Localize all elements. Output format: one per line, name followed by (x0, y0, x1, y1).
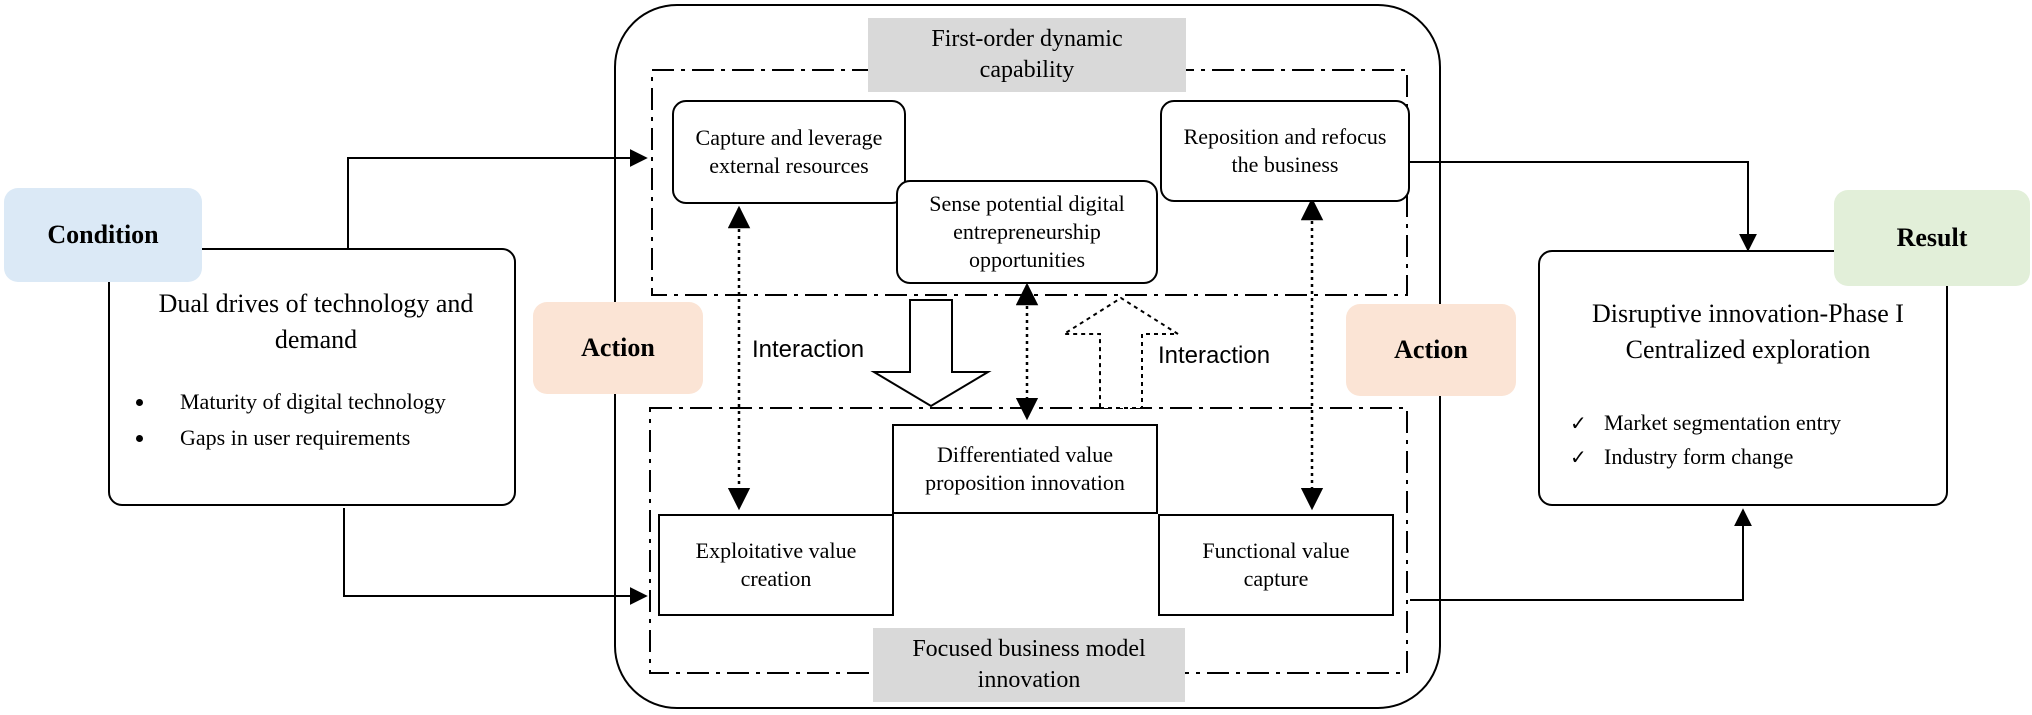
capture-resources-box: Capture and leverage external resources (672, 100, 906, 204)
functional-value-box: Functional value capture (1158, 514, 1394, 616)
differentiated-value-box: Differentiated value proposition innovat… (892, 424, 1158, 514)
result-check-item: Market segmentation entry (1570, 406, 1841, 440)
condition-to-business-arrow (343, 508, 648, 605)
interaction-label-left: Interaction (752, 336, 865, 363)
result-box: Disruptive innovation-Phase I Centralize… (1538, 250, 1948, 506)
capability-title: First-order dynamic capability (868, 18, 1186, 92)
condition-title: Dual drives of technology and demand (158, 289, 474, 354)
condition-tag: Condition (4, 188, 202, 282)
action-tag-right: Action (1346, 304, 1516, 396)
sense-opportunities-box: Sense potential digital entrepreneurship… (896, 180, 1158, 284)
result-title: Disruptive innovation-Phase I Centralize… (1592, 299, 1904, 364)
business-to-result-arrow (1410, 508, 1752, 601)
reposition-business-box: Reposition and refocus the business (1160, 100, 1410, 202)
business-model-title: Focused business model innovation (873, 628, 1185, 702)
hollow-down-arrow (870, 299, 992, 408)
condition-bullet: Maturity of digital technology (156, 384, 446, 420)
condition-bullets: Maturity of digital technology Gaps in u… (134, 384, 446, 456)
result-check-text: Market segmentation entry (1604, 410, 1842, 435)
interaction-label-right: Interaction (1158, 342, 1271, 369)
result-checks: Market segmentation entry Industry form … (1562, 406, 1841, 474)
result-tag: Result (1834, 190, 2030, 286)
condition-to-capability-arrow (347, 149, 648, 248)
dotted-up-arrow (1060, 296, 1182, 409)
exploitative-value-box: Exploitative value creation (658, 514, 894, 616)
condition-box: Dual drives of technology and demand Mat… (108, 248, 516, 506)
result-check-item: Industry form change (1570, 440, 1841, 474)
capability-to-result-arrow (1410, 161, 1757, 252)
condition-bullet: Gaps in user requirements (156, 420, 446, 456)
action-tag-left: Action (533, 302, 703, 394)
result-check-text: Industry form change (1604, 444, 1794, 469)
